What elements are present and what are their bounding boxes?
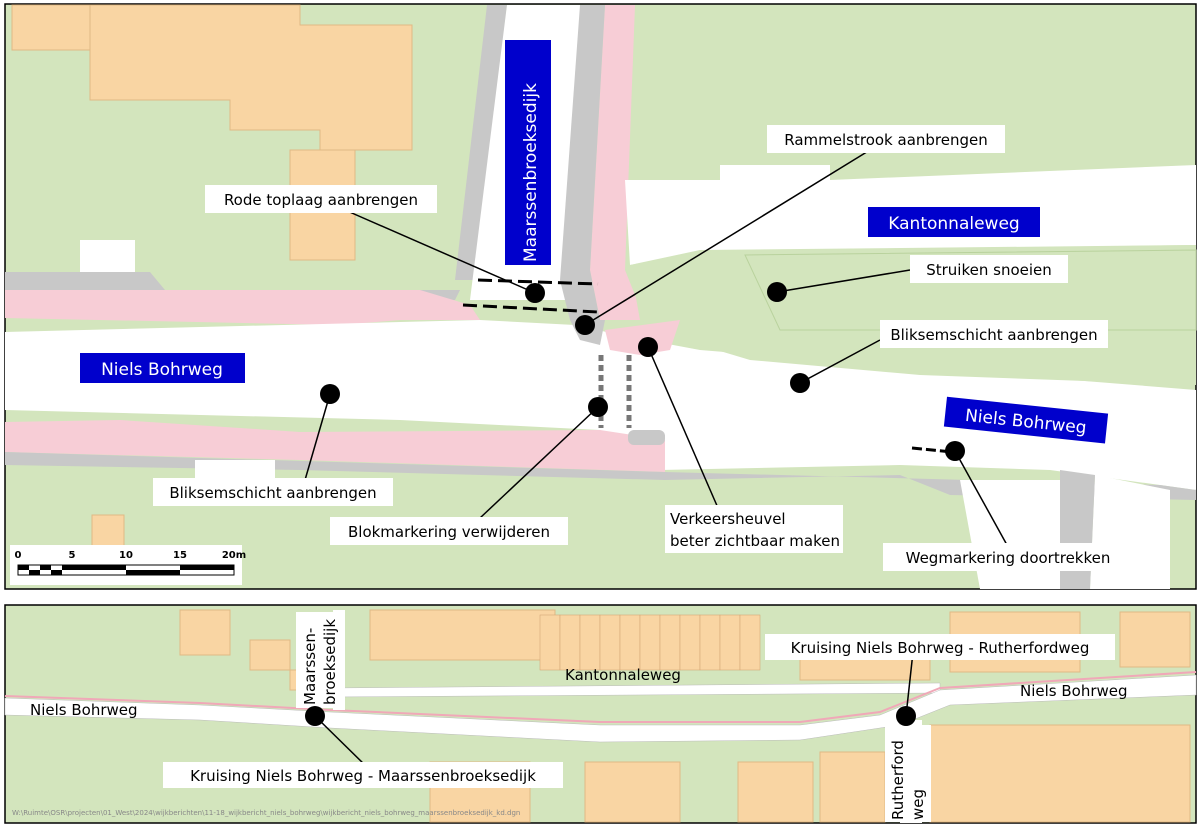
building	[737, 761, 814, 823]
scale-tick-label: 10	[119, 550, 133, 561]
callout-text: Blokmarkering verwijderen	[348, 523, 550, 541]
marker-dot	[575, 315, 595, 335]
leader-line	[905, 651, 914, 717]
callout-struiken: Struiken snoeien	[910, 255, 1068, 283]
callout-blokmarkering: Blokmarkering verwijderen	[330, 517, 568, 545]
overview-callout-rutherford: Kruising Niels Bohrweg - Rutherfordweg	[765, 634, 1115, 660]
overview-road-label: Rutherford	[889, 740, 907, 820]
marking-dashed	[462, 303, 599, 314]
scale-tick-label: 20m	[222, 550, 246, 561]
scale-tick-label: 0	[15, 550, 22, 561]
callout-text: Struiken snoeien	[926, 261, 1052, 279]
marker-dot	[790, 373, 810, 393]
marker-dot	[945, 441, 965, 461]
callout-bliksem-right: Bliksemschicht aanbrengen	[880, 320, 1108, 348]
marker-dot	[525, 283, 545, 303]
scale-tick-label: 5	[69, 550, 76, 561]
overview-road-label: Maarssen-	[301, 628, 319, 705]
marker-dot	[588, 397, 608, 417]
callout-text: Bliksemschicht aanbrengen	[169, 484, 376, 502]
building	[369, 609, 556, 661]
footpath	[1060, 470, 1095, 589]
callout-verkeersheuvel: Verkeersheuvel beter zichtbaar maken	[665, 505, 843, 553]
marker-dot	[305, 706, 325, 726]
marker-dot	[767, 282, 787, 302]
callout-text: beter zichtbaar maken	[670, 532, 840, 550]
marker-dot	[896, 706, 916, 726]
bike-path-left	[5, 290, 480, 325]
callout-bliksem-left: Bliksemschicht aanbrengen	[153, 478, 393, 506]
footpath-dijk	[560, 5, 605, 320]
overview-map: Niels Bohrweg Niels Bohrweg Kantonnalewe…	[4, 604, 1197, 824]
building	[1119, 611, 1191, 668]
road-name-text: Niels Bohrweg	[101, 360, 223, 380]
lot	[195, 460, 275, 480]
marking-dashed	[477, 278, 599, 286]
bike-path-dijk	[590, 5, 645, 320]
overview-road-label: broeksedijk	[321, 619, 339, 705]
road-name-text: Kantonnaleweg	[888, 214, 1019, 234]
traffic-island-lower	[628, 430, 665, 445]
overview-road-label: weg	[909, 789, 927, 820]
scale-tick-label: 15	[173, 550, 187, 561]
building	[91, 514, 125, 551]
file-path-text: W:\Ruimte\OSR\projecten\01_West\2024\wij…	[12, 809, 520, 817]
bike-path-lower	[5, 420, 665, 472]
overview-road-label: Kantonnaleweg	[565, 666, 681, 684]
overview-road-label: Niels Bohrweg	[30, 701, 138, 719]
lot	[1090, 475, 1170, 589]
overview-callout-text: Kruising Niels Bohrweg - Rutherfordweg	[791, 639, 1090, 657]
building	[584, 761, 681, 823]
overview-label-maarssen: Maarssen- broeksedijk	[296, 612, 342, 708]
marker-dot	[638, 337, 658, 357]
leader-lines	[304, 149, 1008, 546]
bike-path-overview	[4, 671, 1197, 723]
marker-dots	[320, 282, 965, 461]
overview-road-label: Niels Bohrweg	[1020, 682, 1128, 700]
callout-text: Rammelstrook aanbrengen	[784, 131, 988, 149]
callout-text: Rode toplaag aanbrengen	[224, 191, 418, 209]
footpath-lower	[5, 452, 1196, 500]
detail-map: Maarssenbroeksedijk Kantonnaleweg Niels …	[4, 3, 1197, 590]
traffic-island-pink	[605, 320, 680, 355]
overview-callout-maarssen: Kruising Niels Bohrweg - Maarssenbroekse…	[163, 762, 563, 788]
callout-text: Verkeersheuvel	[670, 510, 786, 528]
scale-bar: 0 5 10 15 20m	[10, 545, 246, 585]
scale-bar-graphic	[17, 564, 235, 576]
overview-callout-text: Kruising Niels Bohrweg - Maarssenbroekse…	[190, 767, 536, 785]
road-label-kantonnaleweg: Kantonnaleweg	[868, 207, 1040, 237]
row-houses	[539, 614, 761, 671]
callout-rode-toplaag: Rode toplaag aanbrengen	[205, 185, 437, 213]
callout-rammelstrook: Rammelstrook aanbrengen	[767, 125, 1005, 153]
overview-label-rutherford: Rutherford weg	[885, 725, 931, 822]
road-name-text: Maarssenbroeksedijk	[521, 83, 541, 262]
leader-line	[314, 715, 371, 771]
marker-dot	[320, 384, 340, 404]
road-label-maarssenbroeksedijk: Maarssenbroeksedijk	[505, 40, 551, 265]
green-area	[744, 249, 1197, 331]
building	[819, 751, 886, 823]
building	[179, 609, 231, 656]
building	[929, 724, 1191, 823]
callout-wegmarkering: Wegmarkering doortrekken	[883, 543, 1133, 571]
callout-text: Bliksemschicht aanbrengen	[890, 326, 1097, 344]
footpath	[455, 5, 507, 280]
callout-text: Wegmarkering doortrekken	[906, 549, 1111, 567]
road-label-niels-bohrweg-left: Niels Bohrweg	[80, 353, 245, 383]
